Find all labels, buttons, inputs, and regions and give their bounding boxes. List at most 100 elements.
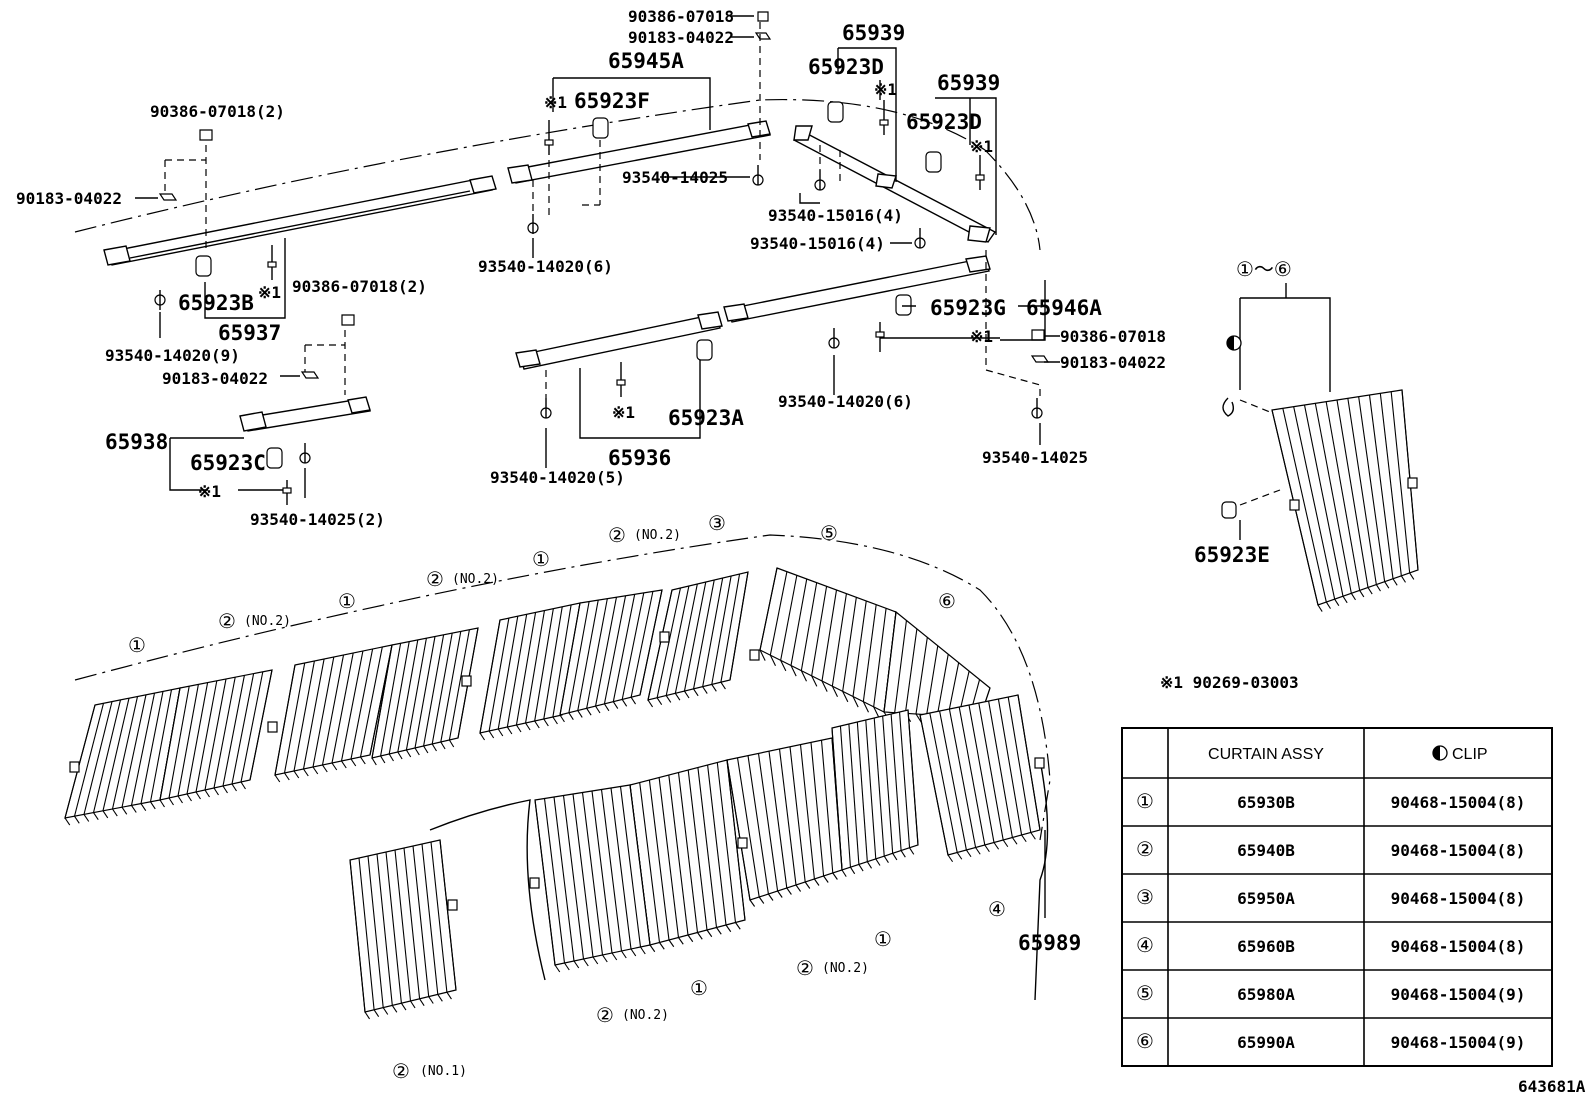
rivet-icon (879, 100, 889, 135)
curtain-pleat (240, 671, 264, 783)
part-callout: ※1 (258, 283, 281, 302)
curtain-pleat-edge (222, 785, 228, 794)
curtain-pleat-edge (647, 699, 654, 708)
curtain-pleat (882, 715, 894, 854)
rail-65945A (507, 120, 771, 184)
curtain-pleat-edge (583, 958, 589, 967)
curtain-pleat (747, 755, 769, 895)
curtain-pleat (543, 606, 563, 720)
curtain-pleat (543, 798, 566, 964)
part-callout: 65939 (842, 21, 905, 45)
curtain-pleat (720, 573, 741, 683)
curtain-pleat-edge (866, 861, 873, 869)
curtain-pleat-edge (687, 934, 694, 943)
nut-icon (199, 129, 213, 141)
curtain-pleat (810, 742, 825, 877)
part-callout: 65946A (1026, 296, 1102, 320)
curtain-pleat (302, 658, 325, 770)
curtain-pleat-edge (674, 693, 681, 701)
part-callout: 65937 (218, 321, 281, 345)
curtain-pleat-edge (240, 781, 246, 790)
curtain-pleat (811, 586, 828, 676)
curtain-pleat (780, 575, 798, 661)
curtain-pleat (610, 787, 632, 950)
curtain-pleat-edge (832, 872, 838, 880)
curtain-pleat (92, 699, 122, 813)
curtain-pleat-edge (1367, 587, 1373, 595)
table-row-assy: 65990A (1237, 1033, 1295, 1052)
curtain-pleat (572, 793, 594, 958)
curtain-pleat (1358, 396, 1386, 582)
curtain-pleat (790, 578, 808, 666)
curtain-pleat-edge (293, 770, 300, 779)
curtain-pleat-edge (693, 688, 699, 697)
curtain-pleat (168, 686, 190, 799)
curtain-pleat (899, 711, 911, 848)
rail-65938 (239, 396, 371, 432)
curtain-pleat (702, 577, 724, 687)
curtain-pleat-edge (231, 783, 237, 792)
curtain-key-note: (NO.2) (244, 614, 291, 629)
connector-line (819, 145, 841, 185)
curtain-pleat (64, 704, 96, 819)
curtain-pleat (665, 585, 690, 696)
curtain-pleat (647, 589, 673, 701)
curtain-pleat-edge (611, 952, 618, 961)
curtain-pleat (577, 600, 599, 711)
curtain-pleat-edge (821, 680, 828, 692)
curtain-pleat (674, 583, 698, 694)
table-row-clip: 90468-15004(9) (1391, 1033, 1526, 1052)
curtain-pleat-edge (1359, 590, 1365, 598)
curtain-key: ② (796, 956, 814, 980)
curtain-pleat (621, 592, 645, 700)
curtain-pleat (349, 859, 366, 1013)
curtain-pleat (534, 799, 556, 966)
curtain-pleat (726, 759, 746, 921)
curtain-key-note: (NO.2) (634, 528, 681, 543)
curtain-pleat-edge (800, 670, 807, 682)
curtain-pleat (1293, 406, 1336, 600)
curtain-pleat-edge (322, 764, 328, 773)
curtain-pleat (388, 641, 410, 755)
table-row-key: ② (1136, 837, 1154, 861)
curtain-pleat-edge (759, 649, 766, 661)
screw-icon (814, 170, 826, 191)
curtain-pleat-edge (1011, 837, 1018, 845)
table-row-assy: 65980A (1237, 985, 1295, 1004)
curtain-pleat-edge (875, 858, 881, 866)
curtain-pleat-edge (804, 881, 811, 889)
part-callout: 93540-14025 (982, 448, 1088, 467)
part-callout: 65989 (1018, 931, 1081, 955)
curtain-pleat (693, 579, 715, 689)
curtain-pleat (768, 751, 788, 889)
curtain-pleat (873, 608, 887, 707)
curtain-pleat-edge (873, 706, 880, 718)
curtain-clip-tab (461, 675, 472, 687)
curtain-pleat-edge (630, 696, 637, 705)
curtain-pleat (1379, 393, 1402, 576)
part-callout: ※1 (198, 482, 221, 501)
curtain-pleat-edge (506, 726, 513, 735)
curtain-pleat-edge (1350, 593, 1356, 601)
curtain-pleat-edge (621, 699, 628, 707)
curtain-pleat-edge (446, 991, 452, 1000)
stopper-icon (195, 255, 212, 277)
curtain-key: ② (608, 523, 626, 547)
curtain-pleat (1303, 404, 1344, 597)
curtain-pleat (778, 748, 797, 886)
curtain-pleat (249, 669, 273, 781)
curtain-key: ① (128, 633, 146, 657)
curtain-key: ① (338, 589, 356, 613)
part-callout: 90386-07018(2) (292, 277, 427, 296)
curtain-pleat (403, 847, 421, 999)
rail-65937 (103, 175, 497, 266)
curtain-pleat-edge (984, 844, 990, 853)
curtain-pleat-edge (303, 768, 309, 777)
curtain-pleat (789, 746, 806, 883)
curtain-pleat-edge (382, 1007, 389, 1015)
part-callout: 65923D (808, 55, 884, 79)
screw-icon (828, 328, 840, 349)
curtain-pleat-edge (749, 899, 756, 907)
screw-icon (154, 290, 166, 310)
